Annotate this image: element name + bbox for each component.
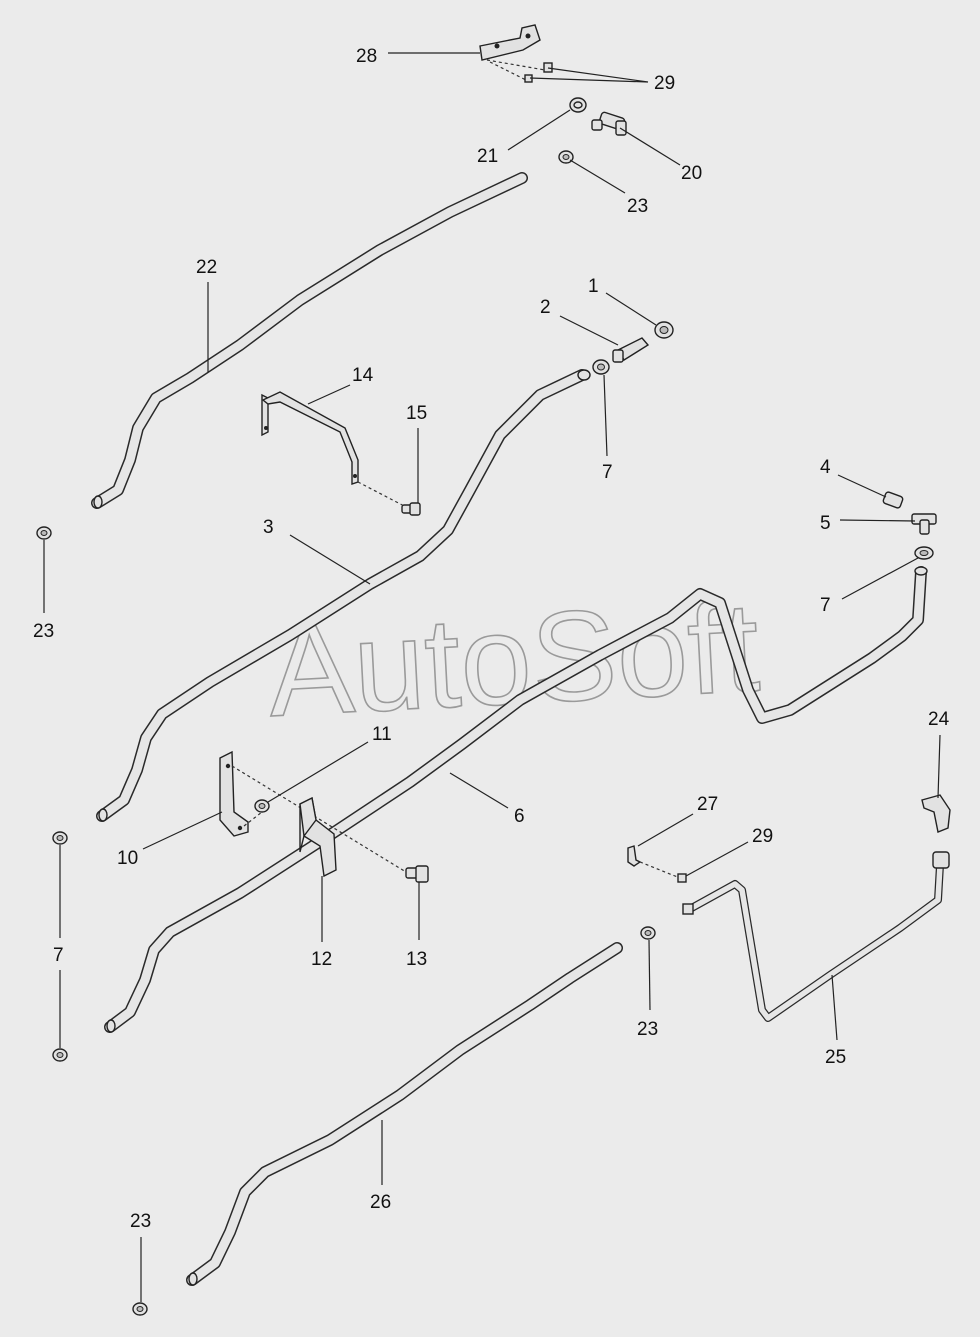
label-3: 3 <box>263 517 274 538</box>
label-23: 23 <box>627 196 648 217</box>
clamp-7-right <box>914 546 934 560</box>
connector-2 <box>612 337 650 363</box>
label-20: 20 <box>681 163 702 184</box>
label-1: 1 <box>588 276 599 297</box>
clamp-7-left-bottom <box>52 1048 68 1062</box>
bracket-14 <box>261 391 359 485</box>
fitting-21 <box>569 97 587 113</box>
label-26: 26 <box>370 1192 391 1213</box>
tee-5 <box>911 513 937 535</box>
clamp-23-left <box>36 526 52 540</box>
label-14: 14 <box>352 365 374 386</box>
label-7: 7 <box>820 595 831 616</box>
label-29: 29 <box>654 73 675 94</box>
hose-3 <box>96 369 591 822</box>
label-15: 15 <box>406 403 427 424</box>
label-6: 6 <box>514 806 525 827</box>
label-27: 27 <box>697 794 718 815</box>
bracket-12 <box>299 796 337 878</box>
label-13: 13 <box>406 949 427 970</box>
valve-20 <box>591 111 627 136</box>
label-21: 21 <box>477 146 498 167</box>
clamp-23-top <box>558 150 574 164</box>
elbow-24 <box>921 794 951 833</box>
label-22: 22 <box>196 257 217 278</box>
bracket-27 <box>627 845 642 867</box>
bracket-10 <box>219 750 249 837</box>
label-5: 5 <box>820 513 831 534</box>
clamp-7-left-top <box>52 831 68 845</box>
hose-22 <box>91 172 528 509</box>
label-11: 11 <box>372 724 392 745</box>
clamp-23-bottom <box>132 1302 148 1316</box>
callout-labels: 28 29 21 20 23 22 1 2 14 15 7 3 4 5 7 23… <box>33 46 950 1232</box>
hose-26 <box>186 942 623 1286</box>
bolt-13 <box>405 865 429 883</box>
label-28: 28 <box>356 46 377 67</box>
label-29: 29 <box>752 826 773 847</box>
label-7: 7 <box>602 462 613 483</box>
label-23: 23 <box>637 1019 658 1040</box>
pipe-25 <box>682 851 950 1022</box>
label-12: 12 <box>311 949 332 970</box>
screw-29-mid <box>677 873 687 883</box>
label-2: 2 <box>540 297 551 318</box>
label-7: 7 <box>53 945 64 966</box>
label-24: 24 <box>928 709 950 730</box>
plug-4 <box>882 491 904 509</box>
clamp-7-top <box>592 359 610 375</box>
clamp-23-mid <box>640 926 656 940</box>
leader-lines <box>43 52 941 1302</box>
label-25: 25 <box>825 1047 846 1068</box>
bracket-28 <box>479 24 541 61</box>
label-4: 4 <box>820 457 831 478</box>
label-23: 23 <box>33 621 54 642</box>
label-23: 23 <box>130 1211 151 1232</box>
bolt-15 <box>401 502 421 516</box>
label-10: 10 <box>117 848 138 869</box>
nut-11 <box>254 799 270 813</box>
plug-1 <box>654 321 674 339</box>
hose-6 <box>104 566 928 1033</box>
